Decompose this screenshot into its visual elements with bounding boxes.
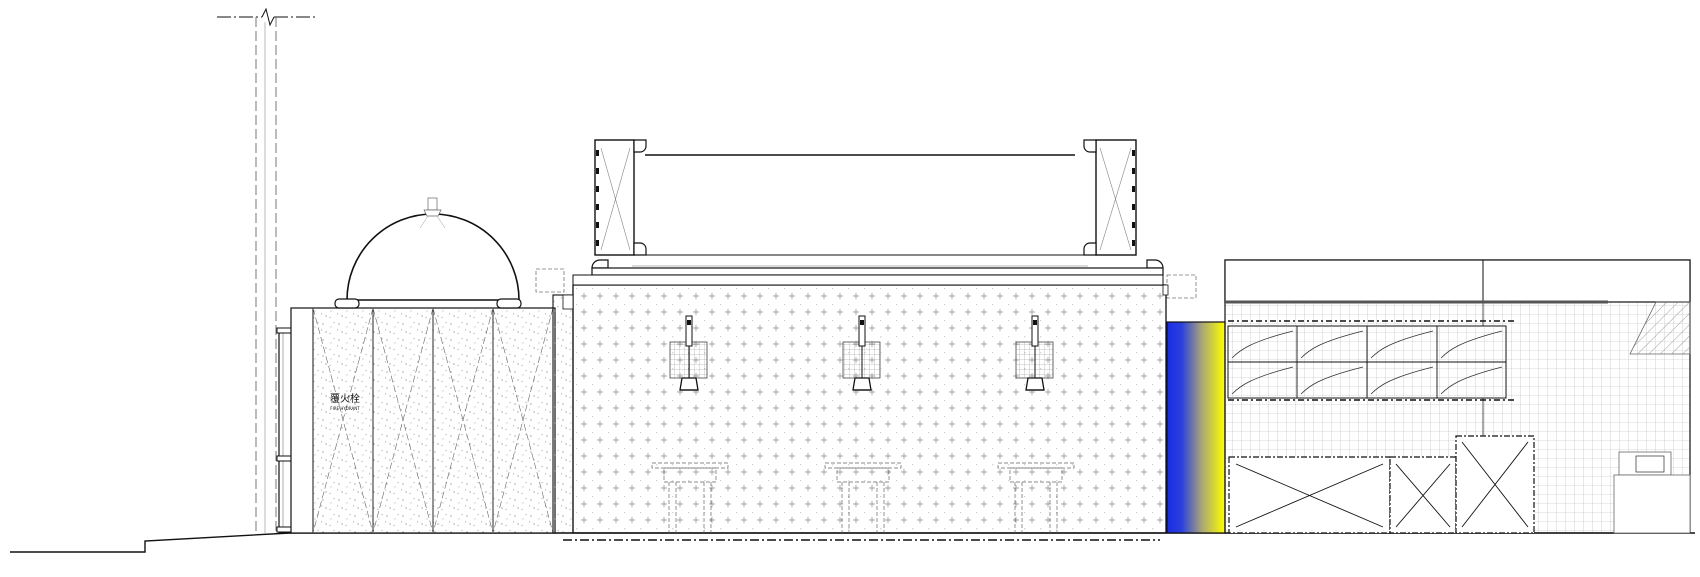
dashed-table-1 bbox=[651, 462, 729, 533]
dashed-box-right bbox=[1166, 274, 1197, 299]
svg-text:覆火栓: 覆火栓 bbox=[330, 392, 360, 405]
pole bbox=[217, 7, 318, 533]
ground-line bbox=[10, 532, 1695, 553]
main-building bbox=[552, 139, 1169, 541]
wall-lamp-1 bbox=[669, 315, 708, 391]
fire-hydrant-sign: 覆火栓 FIRE HYDRANT bbox=[330, 392, 360, 411]
kiosk-with-dome: 覆火栓 FIRE HYDRANT bbox=[290, 197, 556, 534]
svg-text:FIRE HYDRANT: FIRE HYDRANT bbox=[330, 406, 360, 411]
dashed-box-left bbox=[535, 268, 565, 293]
dashed-table-3 bbox=[997, 462, 1075, 533]
dashed-table-2 bbox=[824, 462, 902, 533]
gradient-column bbox=[1166, 321, 1226, 534]
wall-lamp-2 bbox=[842, 315, 881, 391]
right-building bbox=[1224, 259, 1691, 534]
wall-lamp-3 bbox=[1015, 315, 1054, 391]
